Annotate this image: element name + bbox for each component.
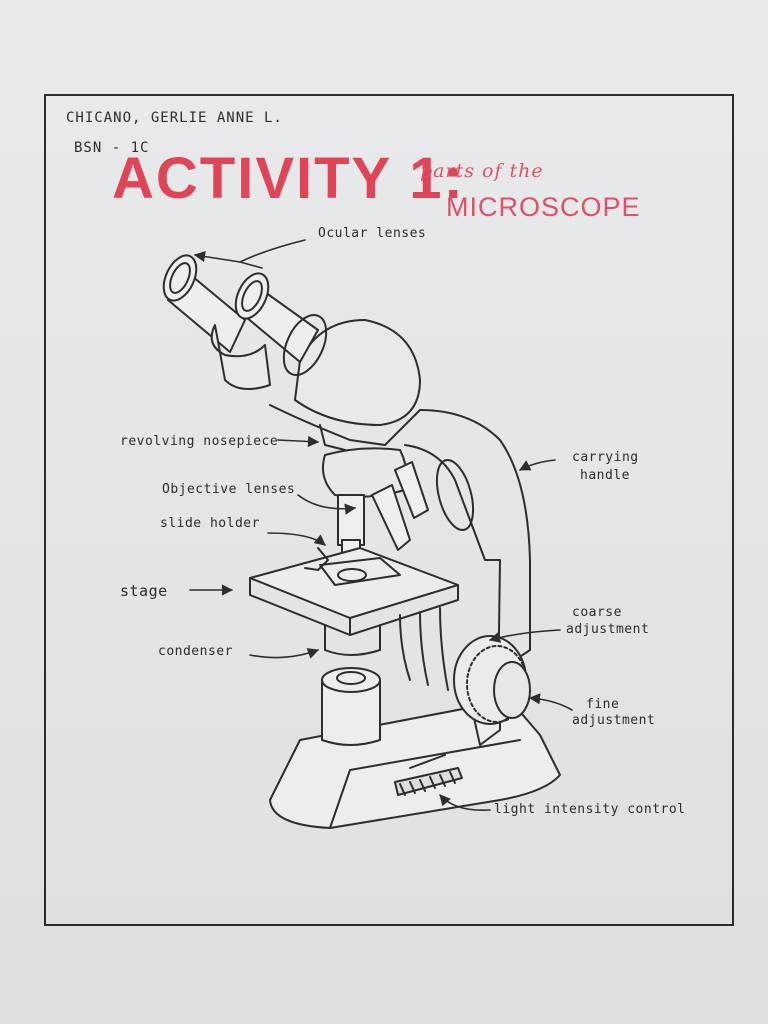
light-intensity-dial: [394, 754, 463, 796]
glass-slide: [319, 557, 401, 586]
microscope-stage: [249, 547, 459, 636]
fine-adjustment-knob: [493, 661, 531, 719]
label-coarse-line1: coarse: [572, 605, 622, 620]
label-fine-line1: fine: [586, 697, 620, 712]
leader-revolving-nosepiece: [277, 435, 320, 448]
binocular-head: [269, 319, 421, 451]
activity-title: ACTIVITY 1:: [112, 146, 465, 211]
light-source: [321, 667, 381, 746]
label-fine-line2: adjustment: [572, 713, 656, 728]
subtitle-line-1: parts of the: [420, 160, 544, 182]
label-revolving-nosepiece: revolving nosepiece: [120, 434, 279, 449]
label-stage: stage: [120, 582, 168, 600]
slide-holder-clip: [304, 547, 329, 571]
leader-slide-holder: [267, 532, 326, 546]
ocular-lens-right: [234, 272, 328, 376]
subtitle-line-2: MICROSCOPE: [446, 192, 641, 222]
leader-light-intensity-control: [439, 794, 491, 812]
leader-coarse-adjustment: [488, 629, 561, 643]
label-light-intensity-control: light intensity control: [494, 802, 686, 817]
leader-carrying-handle: [519, 459, 556, 471]
leader-ocular-lenses: [239, 239, 306, 269]
leader-lines: [189, 239, 573, 812]
microscope-arm: [404, 409, 531, 746]
student-name: CHICANO, GERLIE ANNE L.: [66, 110, 283, 126]
condenser: [324, 607, 449, 691]
leader-objective-lenses: [297, 494, 357, 515]
label-objective-lenses: Objective lenses: [162, 482, 296, 497]
ocular-lens-left: [162, 254, 271, 390]
leader-fine-adjustment: [528, 693, 573, 711]
stage-aperture: [337, 568, 367, 582]
label-condenser: condenser: [158, 644, 233, 659]
label-coarse-line2: adjustment: [566, 622, 650, 637]
objective-lenses: [337, 461, 429, 557]
label-ocular-lenses: Ocular lenses: [318, 226, 427, 241]
label-carrying-line1: carrying: [572, 450, 639, 465]
label-slide-holder: slide holder: [160, 516, 260, 531]
label-carrying-line2: handle: [580, 468, 630, 483]
leader-condenser: [249, 648, 320, 659]
course-section: BSN - 1C: [74, 140, 150, 156]
page-border: [44, 94, 734, 926]
